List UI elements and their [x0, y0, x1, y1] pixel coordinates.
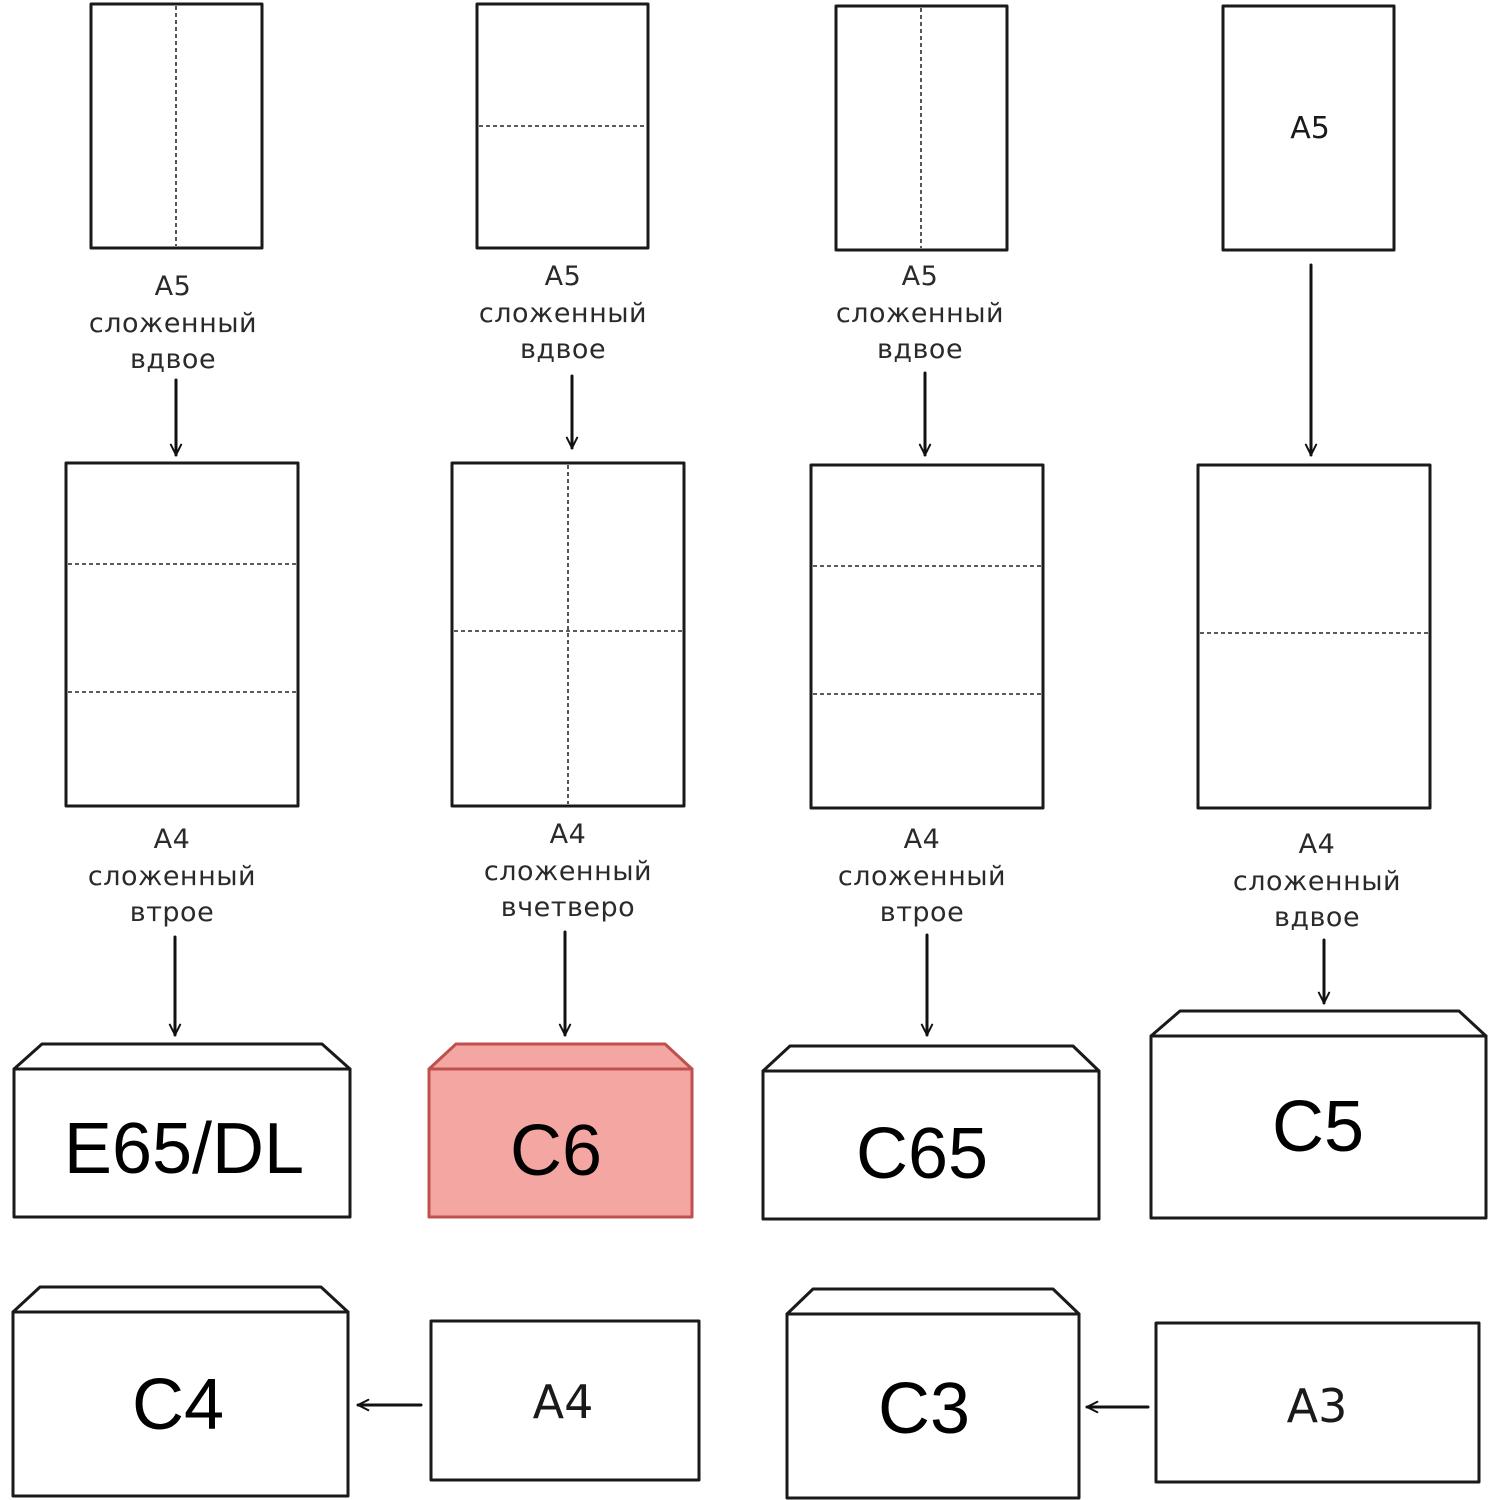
- caption-line: A5: [902, 261, 939, 292]
- caption-line: вдвое: [130, 344, 216, 375]
- envelope-flap: [427, 1042, 694, 1071]
- sheet-label: A4: [533, 1375, 594, 1429]
- caption-line: вчетверо: [501, 892, 635, 923]
- envelope-flap: [785, 1287, 1081, 1316]
- envelope-e65-dl: E65/DL: [12, 1042, 352, 1219]
- envelope-c6: C6: [427, 1042, 694, 1219]
- a5-sheet: [1221, 4, 1396, 252]
- envelope-body: [785, 1312, 1081, 1500]
- caption-line: сложенный: [484, 856, 652, 887]
- envelope-label: C5: [1272, 1087, 1364, 1167]
- caption-line: вдвое: [877, 334, 963, 365]
- caption-line: вдвое: [1274, 902, 1360, 933]
- envelope-label: C4: [132, 1365, 224, 1445]
- sheet-label: A3: [1287, 1379, 1348, 1433]
- a3-sheet: [1154, 1321, 1481, 1484]
- caption-line: сложенный: [89, 308, 257, 339]
- caption-line: втрое: [880, 897, 964, 928]
- envelope-body: [761, 1069, 1101, 1221]
- envelope-label: C65: [856, 1114, 988, 1194]
- envelope-label: E65/DL: [64, 1109, 304, 1189]
- column-3: A5 сложенный вдвое A4 сложенный втрое C6…: [761, 4, 1101, 1221]
- caption-line: сложенный: [88, 861, 256, 892]
- envelope-body: [1149, 1034, 1488, 1220]
- caption-line: A5: [545, 261, 582, 292]
- column-2: A5 сложенный вдвое A4 сложенный вчетверо…: [427, 2, 694, 1219]
- caption-line: сложенный: [838, 861, 1006, 892]
- a4-sheet: [429, 1319, 701, 1482]
- caption-line: A4: [1299, 829, 1336, 860]
- column-4: A5 A4 сложенный вдвое C5: [1149, 4, 1488, 1220]
- caption-line: сложенный: [1233, 866, 1401, 897]
- envelope-c65: C65: [761, 1044, 1101, 1221]
- caption-line: втрое: [130, 897, 214, 928]
- envelope-flap: [1149, 1009, 1488, 1038]
- caption-line: A4: [154, 824, 191, 855]
- a4-sheet: [64, 461, 300, 808]
- caption-line: A4: [904, 824, 941, 855]
- envelope-c4: C4: [11, 1285, 350, 1498]
- caption-line: A4: [550, 819, 587, 850]
- sheet-label: A5: [1290, 111, 1330, 146]
- envelope-c5: C5: [1149, 1009, 1488, 1220]
- bottom-row-c3: C3 A3: [785, 1287, 1481, 1500]
- caption-line: вдвое: [520, 334, 606, 365]
- caption-line: сложенный: [836, 298, 1004, 329]
- a4-sheet: [1196, 463, 1432, 810]
- envelope-body: [427, 1067, 694, 1219]
- envelope-flap: [12, 1042, 352, 1071]
- caption-line: сложенный: [479, 298, 647, 329]
- a4-sheet: [809, 463, 1045, 810]
- envelope-c3: C3: [785, 1287, 1081, 1500]
- envelope-body: [11, 1310, 350, 1498]
- envelope-flap: [761, 1044, 1101, 1073]
- envelope-label: C6: [510, 1111, 602, 1191]
- envelope-flap: [11, 1285, 350, 1314]
- envelope-label: C3: [878, 1369, 970, 1449]
- bottom-row-c4: C4 A4: [11, 1285, 701, 1498]
- caption-line: A5: [155, 271, 192, 302]
- envelope-body: [12, 1067, 352, 1219]
- column-1: A5 сложенный вдвое A4 сложенный втрое E6…: [12, 2, 352, 1219]
